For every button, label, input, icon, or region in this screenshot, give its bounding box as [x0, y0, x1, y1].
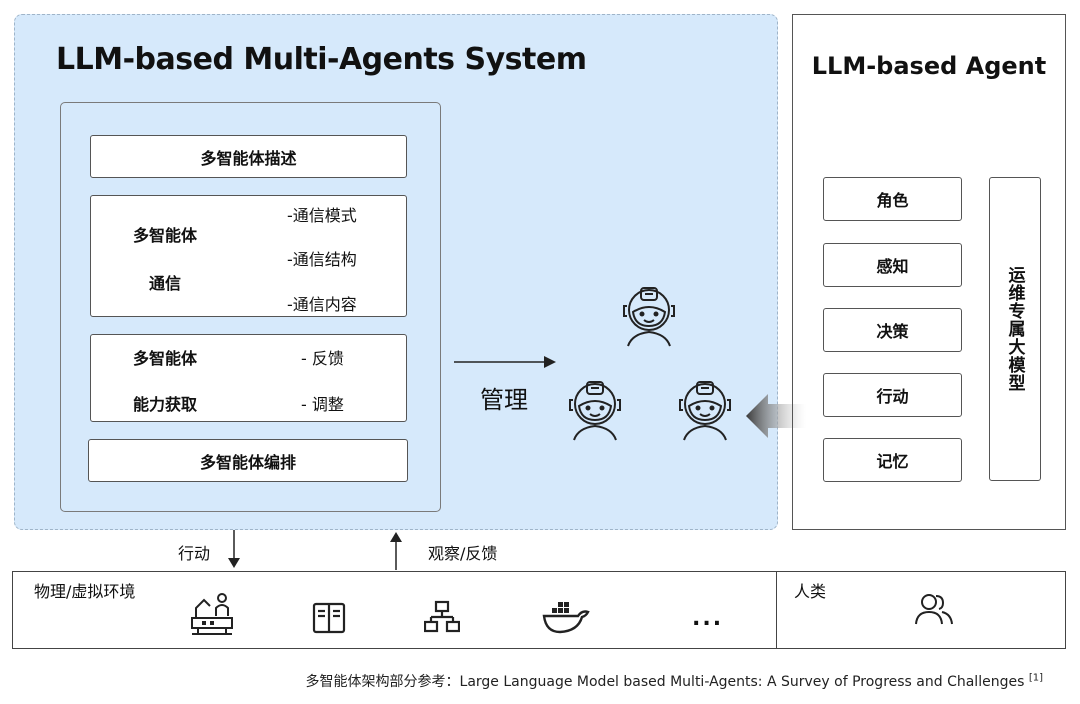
- capability-label: 角色: [876, 191, 909, 210]
- capability-label-1: 多智能体: [133, 349, 198, 368]
- human-label: 人类: [794, 582, 827, 601]
- capability-item: - 反馈: [301, 349, 344, 368]
- capability-label: 行动: [876, 387, 909, 406]
- footnote-text: 多智能体架构部分参考：Large Language Model based Mu…: [305, 674, 1029, 690]
- capability-label: 记忆: [876, 452, 909, 471]
- ops-model-box: 运维专属大模型: [989, 177, 1041, 481]
- communication-label-1: 多智能体: [133, 226, 198, 245]
- manage-arrow: [454, 356, 556, 368]
- orchestration-label: 多智能体编排: [199, 452, 296, 472]
- environment-label: 物理/虚拟环境: [34, 582, 136, 601]
- agent-panel: [792, 14, 1066, 530]
- capability-action: 行动: [823, 373, 962, 417]
- agent-to-system-arrow: [746, 394, 806, 438]
- footnote-ref: [1]: [1028, 672, 1043, 684]
- mas-components-group: [60, 102, 441, 512]
- communication-box: 多智能体 通信 -通信模式 -通信结构 -通信内容: [90, 195, 407, 317]
- capability-label: 决策: [876, 322, 909, 341]
- environment-strip: [12, 571, 1066, 649]
- capability-label-2: 能力获取: [133, 395, 198, 414]
- capability-label: 感知: [876, 257, 909, 276]
- communication-item: -通信内容: [287, 295, 357, 314]
- observe-flow-label: 观察/反馈: [428, 544, 498, 563]
- capability-decision: 决策: [823, 308, 962, 352]
- robot-icon: [679, 381, 731, 441]
- agent-title: LLM-based Agent: [811, 52, 1047, 80]
- mas-title: LLM-based Multi-Agents System: [56, 42, 587, 77]
- docker-icon: [542, 602, 590, 634]
- manage-label: 管理: [480, 386, 528, 414]
- users-icon: [915, 594, 953, 625]
- more-ellipsis: ...: [692, 606, 724, 631]
- capability-role: 角色: [823, 177, 962, 221]
- communication-item: -通信结构: [287, 250, 357, 269]
- capability-item: - 调整: [301, 395, 344, 414]
- communication-item: -通信模式: [287, 206, 357, 225]
- network-icon: [424, 600, 460, 633]
- profile-label: 多智能体描述: [200, 148, 297, 168]
- profile-box: 多智能体描述: [90, 135, 407, 178]
- capability-perception: 感知: [823, 243, 962, 287]
- observe-up-arrow: [390, 532, 402, 570]
- action-flow-label: 行动: [178, 544, 211, 563]
- capability-memory: 记忆: [823, 438, 962, 482]
- orchestration-box: 多智能体编排: [88, 439, 408, 482]
- action-down-arrow: [228, 530, 240, 568]
- environment-divider: [776, 571, 777, 649]
- capability-box: 多智能体 能力获取 - 反馈 - 调整: [90, 334, 407, 422]
- robot-icon: [623, 287, 675, 347]
- ops-model-label: 运维专属大模型: [1004, 266, 1025, 392]
- factory-worker-icon: [191, 593, 233, 635]
- server-icon: [312, 602, 346, 634]
- reference-footnote: 多智能体架构部分参考：Large Language Model based Mu…: [0, 671, 1043, 691]
- robot-icon: [569, 381, 621, 441]
- communication-label-2: 通信: [149, 274, 182, 293]
